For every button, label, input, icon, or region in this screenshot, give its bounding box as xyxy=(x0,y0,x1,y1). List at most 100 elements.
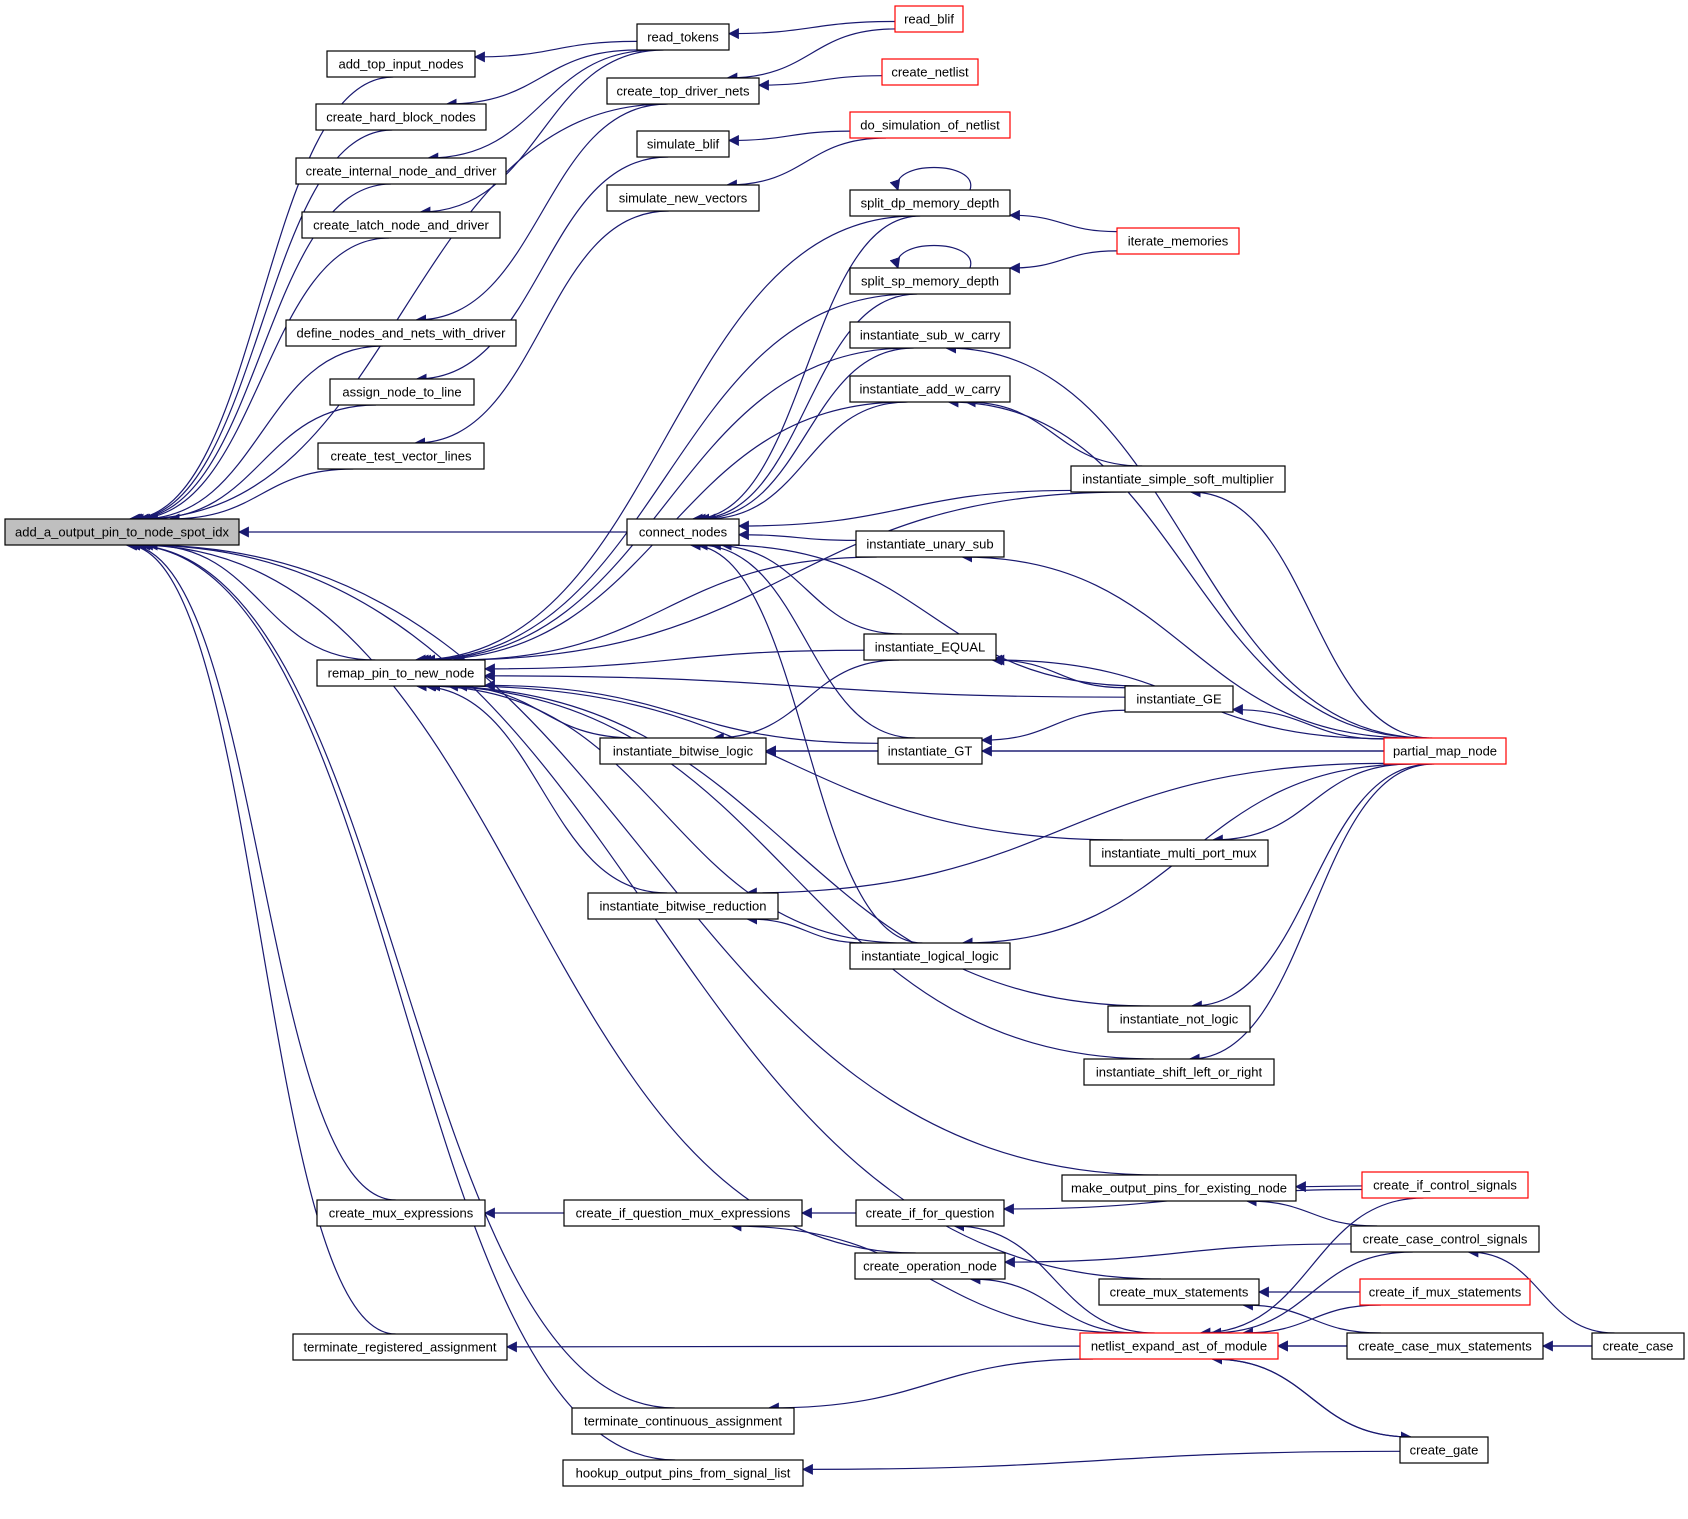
node-hookup-output-pins-from-signal-list[interactable]: hookup_output_pins_from_signal_list xyxy=(562,1459,804,1487)
node-label: add_a_output_pin_to_node_spot_idx xyxy=(15,525,229,540)
node-box xyxy=(1591,1332,1685,1360)
node-box xyxy=(894,5,964,33)
node-box xyxy=(563,1199,803,1227)
node-label: do_simulation_of_netlist xyxy=(860,118,1000,133)
edge-partial-map-node-to-instantiate-add-w-carry xyxy=(947,396,1427,739)
edge-partial-map-node-to-instantiate-bitwise-reduction xyxy=(745,762,1385,899)
edge-simulate-new-vectors-to-create-test-vector-lines xyxy=(414,210,669,449)
node-create-if-question-mux-expressions[interactable]: create_if_question_mux_expressions xyxy=(563,1199,803,1227)
edge-split-sp-memory-depth-to-connect-nodes xyxy=(694,293,918,525)
node-split-dp-memory-depth[interactable]: split_dp_memory_depth xyxy=(849,189,1011,217)
node-create-mux-statements[interactable]: create_mux_statements xyxy=(1098,1278,1260,1306)
node-label: create_test_vector_lines xyxy=(331,449,472,464)
node-instantiate-equal[interactable]: instantiate_EQUAL xyxy=(863,633,997,661)
node-label: instantiate_EQUAL xyxy=(875,640,986,655)
node-label: instantiate_sub_w_carry xyxy=(860,328,1001,343)
node-instantiate-ge[interactable]: instantiate_GE xyxy=(1124,685,1234,713)
node-netlist-expand-ast-of-module[interactable]: netlist_expand_ast_of_module xyxy=(1079,1332,1279,1360)
node-split-sp-memory-depth[interactable]: split_sp_memory_depth xyxy=(849,267,1011,295)
node-label: instantiate_unary_sub xyxy=(866,537,993,552)
node-create-operation-node[interactable]: create_operation_node xyxy=(854,1252,1006,1280)
node-terminate-registered-assignment[interactable]: terminate_registered_assignment xyxy=(292,1333,508,1361)
node-label: create_internal_node_and_driver xyxy=(306,164,497,179)
node-box xyxy=(1361,1171,1529,1199)
node-create-hard-block-nodes[interactable]: create_hard_block_nodes xyxy=(315,103,487,131)
node-create-test-vector-lines[interactable]: create_test_vector_lines xyxy=(317,442,485,470)
node-instantiate-add-w-carry[interactable]: instantiate_add_w_carry xyxy=(849,375,1011,403)
node-instantiate-bitwise-logic[interactable]: instantiate_bitwise_logic xyxy=(599,737,767,765)
node-partial-map-node[interactable]: partial_map_node xyxy=(1383,737,1507,765)
node-terminate-continuous-assignment[interactable]: terminate_continuous_assignment xyxy=(571,1407,795,1435)
edge-create-gate-to-hookup-output-pins-from-signal-list xyxy=(801,1450,1401,1475)
node-label: create_case_mux_statements xyxy=(1358,1339,1532,1354)
node-make-output-pins-for-existing-node[interactable]: make_output_pins_for_existing_node xyxy=(1061,1174,1297,1202)
node-assign-node-to-line[interactable]: assign_node_to_line xyxy=(329,378,475,406)
node-box xyxy=(1107,1005,1251,1033)
node-label: terminate_continuous_assignment xyxy=(584,1414,782,1429)
node-do-simulation-of-netlist[interactable]: do_simulation_of_netlist xyxy=(849,111,1011,139)
node-layer: add_a_output_pin_to_node_spot_idx add_top… xyxy=(4,5,1685,1487)
node-box xyxy=(849,942,1011,970)
node-connect-nodes[interactable]: connect_nodes xyxy=(626,518,740,546)
node-define-nodes-and-nets-with-driver[interactable]: define_nodes_and_nets_with_driver xyxy=(285,319,517,347)
edge-partial-map-node-to-instantiate-ge xyxy=(1231,704,1385,740)
node-create-mux-expressions[interactable]: create_mux_expressions xyxy=(316,1199,486,1227)
node-add-a-output-pin-to-node-spot-idx[interactable]: add_a_output_pin_to_node_spot_idx xyxy=(4,518,240,546)
node-create-if-mux-statements[interactable]: create_if_mux_statements xyxy=(1359,1278,1531,1306)
node-instantiate-shift-left-or-right[interactable]: instantiate_shift_left_or_right xyxy=(1083,1058,1275,1086)
node-simulate-blif[interactable]: simulate_blif xyxy=(636,130,730,158)
node-instantiate-sub-w-carry[interactable]: instantiate_sub_w_carry xyxy=(849,321,1011,349)
edge-instantiate-logical-logic-to-instantiate-bitwise-reduction xyxy=(746,913,866,944)
edge-netlist-expand-ast-of-module-to-terminate-registered-assignment xyxy=(505,1341,1081,1353)
node-instantiate-bitwise-reduction[interactable]: instantiate_bitwise_reduction xyxy=(587,892,779,920)
node-label: netlist_expand_ast_of_module xyxy=(1091,1339,1267,1354)
edge-create-test-vector-lines-to-add-a-output-pin-to-node-spot-idx xyxy=(168,468,354,525)
node-create-top-driver-nets[interactable]: create_top_driver_nets xyxy=(606,77,760,105)
node-label: create_case xyxy=(1603,1339,1674,1354)
node-iterate-memories[interactable]: iterate_memories xyxy=(1116,227,1240,255)
node-create-if-control-signals[interactable]: create_if_control_signals xyxy=(1361,1171,1529,1199)
node-label: instantiate_simple_soft_multiplier xyxy=(1082,472,1274,487)
edge-iterate-memories-to-split-dp-memory-depth xyxy=(1008,209,1118,233)
edge-create-top-driver-nets-to-define-nodes-and-nets-with-driver xyxy=(415,103,668,326)
node-instantiate-logical-logic[interactable]: instantiate_logical_logic xyxy=(849,942,1011,970)
node-read-tokens[interactable]: read_tokens xyxy=(636,23,730,51)
edge-create-if-control-signals-to-netlist-expand-ast-of-module xyxy=(1199,1197,1424,1339)
node-create-gate[interactable]: create_gate xyxy=(1399,1436,1489,1464)
node-box xyxy=(849,375,1011,403)
node-label: split_sp_memory_depth xyxy=(861,274,999,289)
node-create-case-control-signals[interactable]: create_case_control_signals xyxy=(1350,1225,1540,1253)
node-add-top-input-nodes[interactable]: add_top_input_nodes xyxy=(326,50,476,78)
node-box xyxy=(329,378,475,406)
node-box xyxy=(599,737,767,765)
edge-create-case-to-create-case-control-signals xyxy=(1467,1246,1615,1334)
node-instantiate-not-logic[interactable]: instantiate_not_logic xyxy=(1107,1005,1251,1033)
edge-instantiate-gt-to-connect-nodes xyxy=(696,539,916,739)
node-instantiate-unary-sub[interactable]: instantiate_unary_sub xyxy=(855,530,1005,558)
node-instantiate-gt[interactable]: instantiate_GT xyxy=(877,737,983,765)
edge-instantiate-equal-to-connect-nodes xyxy=(709,539,903,635)
node-instantiate-simple-soft-multiplier[interactable]: instantiate_simple_soft_multiplier xyxy=(1070,465,1286,493)
node-box xyxy=(606,184,760,212)
node-create-case-mux-statements[interactable]: create_case_mux_statements xyxy=(1346,1332,1544,1360)
node-instantiate-multi-port-mux[interactable]: instantiate_multi_port_mux xyxy=(1089,839,1269,867)
node-box xyxy=(1061,1174,1297,1202)
node-label: create_case_control_signals xyxy=(1363,1232,1528,1247)
edge-instantiate-ge-to-instantiate-gt xyxy=(980,709,1126,746)
node-read-blif[interactable]: read_blif xyxy=(894,5,964,33)
edge-split-sp-memory-depth-to-remap-pin-to-new-node xyxy=(417,293,913,666)
node-create-latch-node-and-driver[interactable]: create_latch_node_and_driver xyxy=(301,211,501,239)
edge-instantiate-ge-to-instantiate-equal xyxy=(991,654,1126,689)
node-create-netlist[interactable]: create_netlist xyxy=(881,58,979,86)
node-remap-pin-to-new-node[interactable]: remap_pin_to_new_node xyxy=(316,659,486,687)
edge-create-if-mux-statements-to-netlist-expand-ast-of-module xyxy=(1241,1304,1381,1339)
edge-create-case-control-signals-to-make-output-pins-for-existing-node xyxy=(1245,1195,1378,1227)
node-create-case[interactable]: create_case xyxy=(1591,1332,1685,1360)
node-box xyxy=(571,1407,795,1435)
node-create-if-for-question[interactable]: create_if_for_question xyxy=(855,1199,1005,1227)
node-box xyxy=(849,111,1011,139)
node-create-internal-node-and-driver[interactable]: create_internal_node_and_driver xyxy=(295,157,507,185)
node-box xyxy=(292,1333,508,1361)
node-simulate-new-vectors[interactable]: simulate_new_vectors xyxy=(606,184,760,212)
node-label: hookup_output_pins_from_signal_list xyxy=(576,1466,791,1481)
